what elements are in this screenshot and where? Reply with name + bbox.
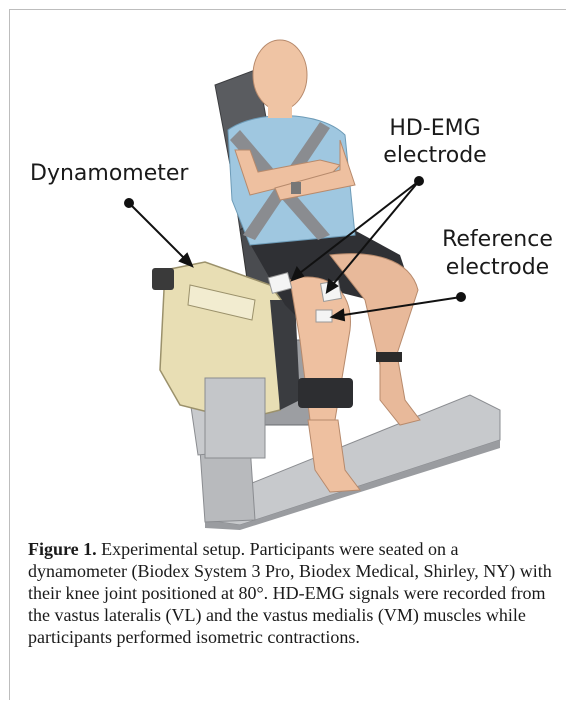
hdemg-electrode-label-line2: electrode bbox=[360, 142, 510, 169]
reference-electrode-label-line2: electrode bbox=[430, 254, 565, 281]
reference-electrode-label-line1: Reference bbox=[430, 226, 565, 253]
hdemg-electrode-label-line1: HD-EMG bbox=[360, 115, 510, 142]
figure-caption-text: Experimental setup. Participants were se… bbox=[28, 539, 552, 647]
figure-caption-label: Figure 1. bbox=[28, 539, 97, 559]
dynamometer-label: Dynamometer bbox=[30, 160, 188, 187]
figure-caption: Figure 1. Experimental setup. Participan… bbox=[28, 538, 554, 648]
